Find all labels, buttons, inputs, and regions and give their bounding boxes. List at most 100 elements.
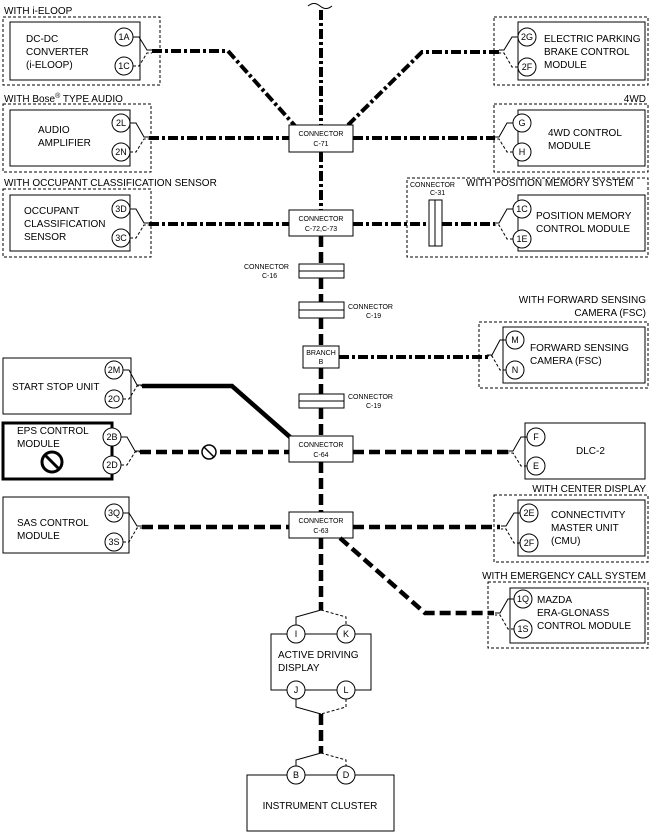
with-bose-label: WITH Bose® TYPE AUDIO [4,92,123,105]
fsc-pin-lead-a [487,339,506,356]
ssu-pin-lead-b [123,385,142,400]
sas-pin-3q-label: 3Q [108,508,120,518]
ic-lead-left [295,752,322,767]
ssu-line-1: START STOP UNIT [12,382,99,393]
fsc-line-1: FORWARD SENSING [530,343,629,354]
era-pin-1q-label: 1Q [517,594,529,604]
position-memory-option-frame [406,177,649,258]
pmcm-pin-1c [512,199,532,219]
audio-line-2: AMPLIFIER [38,138,91,149]
epb-pin-lead-b [499,52,518,68]
with-position-memory-label: WITH POSITION MEMORY SYSTEM [466,178,633,189]
epb-pin-2f-label: 2F [522,62,533,72]
fsc-pin-m [505,330,525,350]
ic-pin-b [286,765,306,785]
ocs-pin-3c [111,228,131,248]
c19a-connector: CONNECTOR C-19 [298,301,393,320]
cmu-line-3: (CMU) [551,536,580,547]
eps-pin-2d [102,455,122,475]
with-center-display-label: WITH CENTER DISPLAY [532,484,646,495]
era-group: WITH EMERGENCY CALL SYSTEM MAZDA ERA-GLO… [338,536,649,649]
epb-pin-2f [517,57,537,77]
ocs-group: WITH OCCUPANT CLASSIFICATION SENSOR OCCU… [2,178,290,258]
fsc-line-2: CAMERA (FSC) [530,356,602,367]
era-pin-lead-a [495,598,514,614]
c31-label-2: C-31 [430,190,445,197]
dlc-pin-e-label: E [533,461,539,471]
c19a-label-2: C-19 [366,313,381,320]
dcdc-to-c71-wire [152,49,298,129]
prohibited-icon-small [201,444,217,460]
audio-pin-2l-label: 2L [116,118,126,128]
wire-break-mark [307,3,333,9]
c31-label-1: CONNECTOR [410,182,455,189]
with-fsc-label-2: CAMERA (FSC) [574,308,646,319]
ssu-group: START STOP UNIT 2M 2O [2,357,292,439]
eps-group: EPS CONTROL MODULE 2B 2D [1,421,290,481]
add-upper-lead-right [320,609,347,625]
fourwd-label: 4WD [624,94,646,105]
eps-pin-lead-b [121,451,140,466]
cmu-pin-2e [519,503,539,523]
cmu-line-1: CONNECTIVITY [551,510,626,521]
eps-pin-lead-a [121,436,140,452]
add-line-1: ACTIVE DRIVING [278,650,359,661]
ssu-pin-2o-label: 2O [108,394,120,404]
pmcm-pin-1e [512,229,532,249]
with-fsc-label-1: WITH FORWARD SENSING [519,295,646,306]
audio-pin-2n [111,142,131,162]
era-option-frame [487,581,649,649]
ic-lead-right [320,752,347,767]
eps-control-module-box [1,421,114,481]
add-pin-k [336,624,356,644]
sas-pin-3s-label: 3S [108,537,119,547]
audio-pin-2l [111,113,131,133]
audio-pin-lead-a [130,122,149,138]
dlc-pin-lead-a [508,436,527,452]
ic-pin-d-label: D [343,770,350,780]
add-lower-lead-left [295,699,322,715]
c71-label-2: C-71 [313,141,328,148]
branch-label-1: BRANCH [306,350,336,357]
connector-c64 [288,435,354,463]
sas-pin-3q [104,503,124,523]
fourwd-pin-h [512,142,532,162]
sas-line-2: MODULE [17,531,60,542]
pmcm-line-2: CONTROL MODULE [536,224,630,235]
connector-c71 [288,124,354,153]
sas-pin-3s [104,532,124,552]
with-ocs-label: WITH OCCUPANT CLASSIFICATION SENSOR [4,178,217,189]
ic-pin-b-label: B [293,770,299,780]
c64-label-1: CONNECTOR [299,442,344,449]
add-line-2: DISPLAY [278,663,320,674]
fourwd-pin-lead-a [494,122,513,138]
c63-connector: CONNECTOR C-63 [288,511,354,539]
instrument-cluster-box [246,774,395,832]
ic-line-1: INSTRUMENT CLUSTER [263,801,378,812]
ocs-pin-3c-label: 3C [115,233,127,243]
with-i-eloop-label: WITH i-ELOOP [4,6,73,17]
fourwd-pin-g [512,113,532,133]
epb-pin-2g-label: 2G [521,32,533,42]
position-memory-group: CONNECTOR C-31 WITH POSITION MEMORY SYST… [353,177,649,258]
c71-connector: CONNECTOR C-71 [288,124,354,153]
fsc-group: WITH FORWARD SENSING CAMERA (FSC) FORWAR… [339,295,649,389]
add-pin-i-label: I [295,629,298,639]
fourwd-pin-h-label: H [519,147,526,157]
epb-line-3: MODULE [544,60,587,71]
dcdc-line-3: (i-ELOOP) [26,60,73,71]
epb-pin-2g [517,27,537,47]
fourwd-line-2: MODULE [548,141,591,152]
fourwd-pin-lead-b [494,138,513,153]
c19b-label-1: CONNECTOR [348,394,393,401]
cmu-line-2: MASTER UNIT [551,523,619,534]
ocs-pin-lead-b [130,224,149,239]
sas-pin-lead-b [123,527,142,543]
fourwd-module-box [517,109,646,167]
era-line-1: MAZDA [537,595,572,606]
ssu-pin-2o [104,389,124,409]
c16-label-2: C-16 [262,273,277,280]
dcdc-line-1: DC-DC [26,34,58,45]
fourwd-line-1: 4WD CONTROL [548,128,622,139]
